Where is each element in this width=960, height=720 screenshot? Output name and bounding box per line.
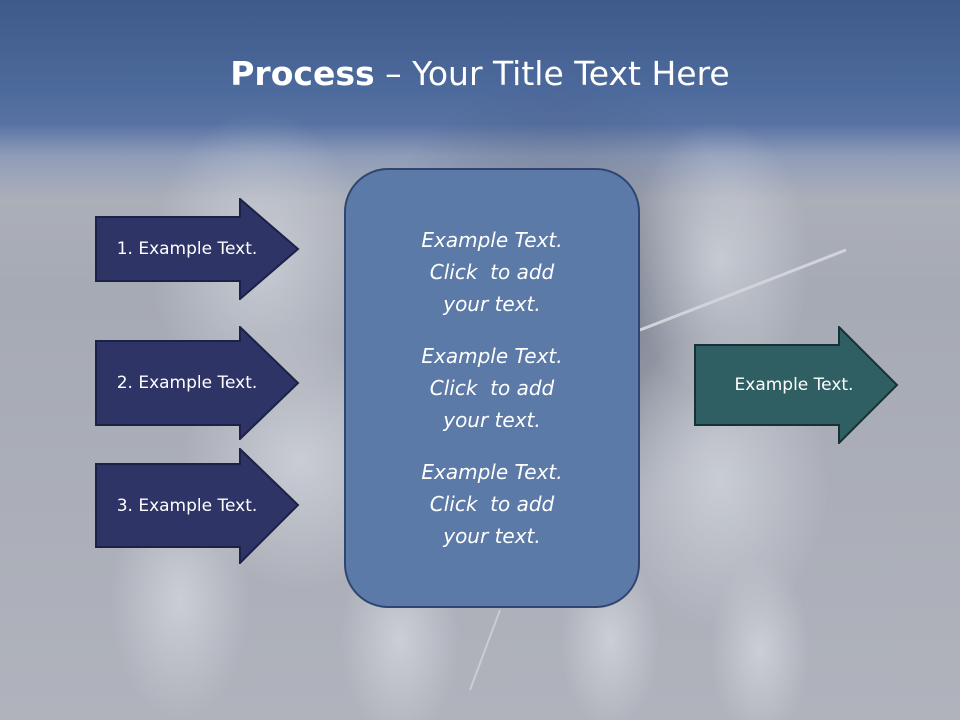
center-text-box: Example Text. Click to add your text. Ex… [344,168,640,608]
arrow-shape-2 [95,326,300,440]
arrow-shape-1 [95,198,300,300]
left-arrow-3: 3. Example Text. [95,448,301,564]
right-arrow-shape [694,326,899,444]
title-rest: – Your Title Text Here [374,54,730,93]
text-block-3-line2: Click to add [429,492,555,516]
left-arrow-2-label: 2. Example Text. [116,373,258,393]
left-arrow-3-label: 3. Example Text. [116,496,258,516]
right-arrow-label: Example Text. [734,375,854,395]
text-block-3: Example Text. Click to add your text. [421,456,562,552]
text-block-1-line2: Click to add [429,260,555,284]
left-arrow-1-label: 1. Example Text. [116,239,258,259]
text-block-1-line3: your text. [443,292,541,316]
title-bold: Process [230,54,375,93]
text-block-3-line3: your text. [443,524,541,548]
left-arrow-2: 2. Example Text. [95,326,301,440]
text-block-1: Example Text. Click to add your text. [421,224,562,320]
arrow-shape-3 [95,448,300,564]
right-arrow: Example Text. [694,326,900,444]
slide-title: Process – Your Title Text Here [0,52,960,96]
text-block-1-line1: Example Text. [421,228,563,252]
left-arrow-1: 1. Example Text. [95,198,301,300]
text-block-3-line1: Example Text. [421,460,563,484]
text-block-2-line2: Click to add [429,376,555,400]
text-block-2-line1: Example Text. [421,344,563,368]
text-block-2-line3: your text. [443,408,541,432]
text-block-2: Example Text. Click to add your text. [421,340,562,436]
